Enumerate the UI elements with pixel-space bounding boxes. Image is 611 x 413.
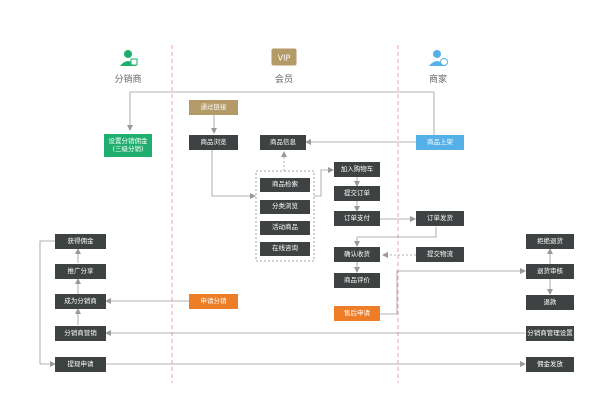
enter-via-link-node: 通过链接	[189, 100, 238, 115]
approve-withdraw-node: 佣金发放	[526, 357, 574, 372]
edge-login-to-browse	[211, 150, 256, 199]
lane-label-merchant: 商家	[428, 75, 447, 85]
member-login-node: 商品浏览	[189, 135, 238, 150]
vip-icon-text: VIP	[278, 54, 291, 63]
product-info-node: 商品信息	[260, 135, 306, 150]
set-commission-node: 设置分销佣金 (三级分销)	[104, 134, 152, 157]
merchant-listing-node: 商品上架	[416, 135, 464, 150]
edge-get-to-withdraw	[39, 240, 56, 367]
add-to-cart-node: 加入购物车	[334, 162, 380, 177]
become-distributor-node: 成为分销商	[55, 294, 106, 309]
lane-label-distributor: 分销商	[114, 75, 142, 85]
confirm-receipt-node: 确认收货	[334, 247, 380, 262]
edge-merchant-to-commission	[127, 91, 435, 135]
apply-distributor-node: 申请分销	[189, 294, 238, 309]
distributor-config-node: 分销商管理设置	[526, 326, 574, 341]
withdraw-commission-node: 提现申请	[55, 357, 106, 372]
distributor-person-icon	[117, 47, 139, 69]
browse-options-group	[255, 170, 315, 262]
order-shipping-node: 订单发货	[416, 211, 464, 226]
vip-card-icon: VIP	[271, 48, 297, 66]
edge-aftersales-to-review	[380, 268, 526, 315]
get-commission-node: 获得佣金	[55, 234, 106, 249]
product-search-node: 商品检索	[260, 178, 310, 192]
activity-goods-node: 活动商品	[260, 221, 310, 235]
reject-return-node: 拒绝退货	[526, 234, 574, 249]
edge-ship-to-confirm	[354, 227, 437, 247]
distributor-sales-node: 分销商营销	[55, 326, 106, 341]
share-promotion-node: 推广分享	[55, 264, 106, 279]
lane-label-member: 会员	[274, 75, 293, 85]
order-payment-node: 订单支付	[334, 211, 380, 226]
ship-goods-node: 提交物流	[416, 247, 464, 262]
refund-node: 退款	[526, 295, 574, 310]
online-consult-node: 在线咨询	[260, 242, 310, 256]
after-sales-node: 售后申请	[334, 306, 380, 321]
merchant-person-icon	[427, 47, 449, 69]
review-refund-node: 退货审核	[526, 264, 574, 279]
submit-order-node: 提交订单	[334, 186, 380, 201]
product-review-node: 商品评价	[334, 273, 380, 288]
category-browse-node: 分类浏览	[260, 200, 310, 214]
edge-browse-to-cart	[314, 167, 334, 197]
